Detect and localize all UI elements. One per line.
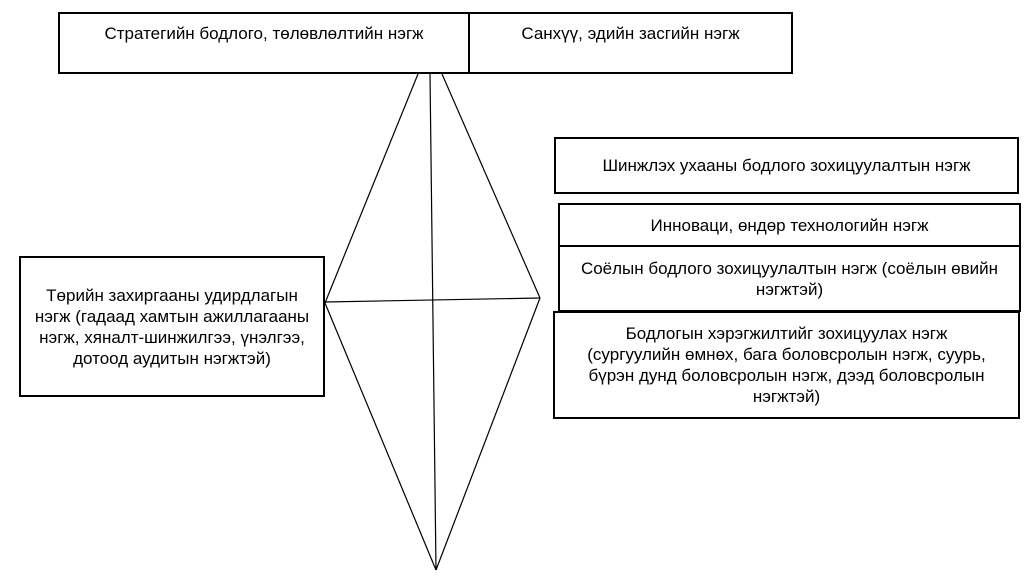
diamond-edge-lower-right bbox=[435, 297, 541, 571]
science-unit-box: Шинжлэх ухааны бодлого зохицуулалтын нэг… bbox=[554, 137, 1019, 194]
diamond-edge-upper-left bbox=[324, 73, 419, 304]
innovation-unit-label: Инноваци, өндөр технологийн нэгж bbox=[650, 215, 929, 235]
diamond-vertical-axis bbox=[429, 73, 437, 571]
finance-unit-label: Санхүү, эдийн засгийн нэгж bbox=[521, 23, 740, 43]
diamond-horizontal-axis bbox=[324, 297, 541, 303]
strategy-unit-label: Стратегийн бодлого, төлөвлөлтийн нэгж bbox=[104, 23, 424, 43]
diamond-edge-lower-left bbox=[324, 302, 437, 571]
innovation-unit-box: Инноваци, өндөр технологийн нэгж bbox=[558, 203, 1021, 247]
diamond-edge-upper-right bbox=[441, 73, 541, 299]
science-unit-label: Шинжлэх ухааны бодлого зохицуулалтын нэг… bbox=[602, 156, 971, 175]
implementation-unit-label: Бодлогын хэрэгжилтийг зохицуулах нэгж (с… bbox=[587, 324, 986, 406]
implementation-unit-box: Бодлогын хэрэгжилтийг зохицуулах нэгж (с… bbox=[553, 311, 1020, 419]
state-admin-unit-label: Төрийн захиргааны удирдлагын нэгж (гадаа… bbox=[34, 285, 310, 368]
finance-unit-box: Санхүү, эдийн засгийн нэгж bbox=[468, 12, 793, 74]
culture-unit-box: Соёлын бодлого зохицуулалтын нэгж (соёлы… bbox=[558, 245, 1021, 312]
culture-unit-label: Соёлын бодлого зохицуулалтын нэгж (соёлы… bbox=[580, 258, 999, 299]
strategy-unit-box: Стратегийн бодлого, төлөвлөлтийн нэгж bbox=[58, 12, 470, 74]
state-admin-unit-box: Төрийн захиргааны удирдлагын нэгж (гадаа… bbox=[19, 256, 325, 397]
